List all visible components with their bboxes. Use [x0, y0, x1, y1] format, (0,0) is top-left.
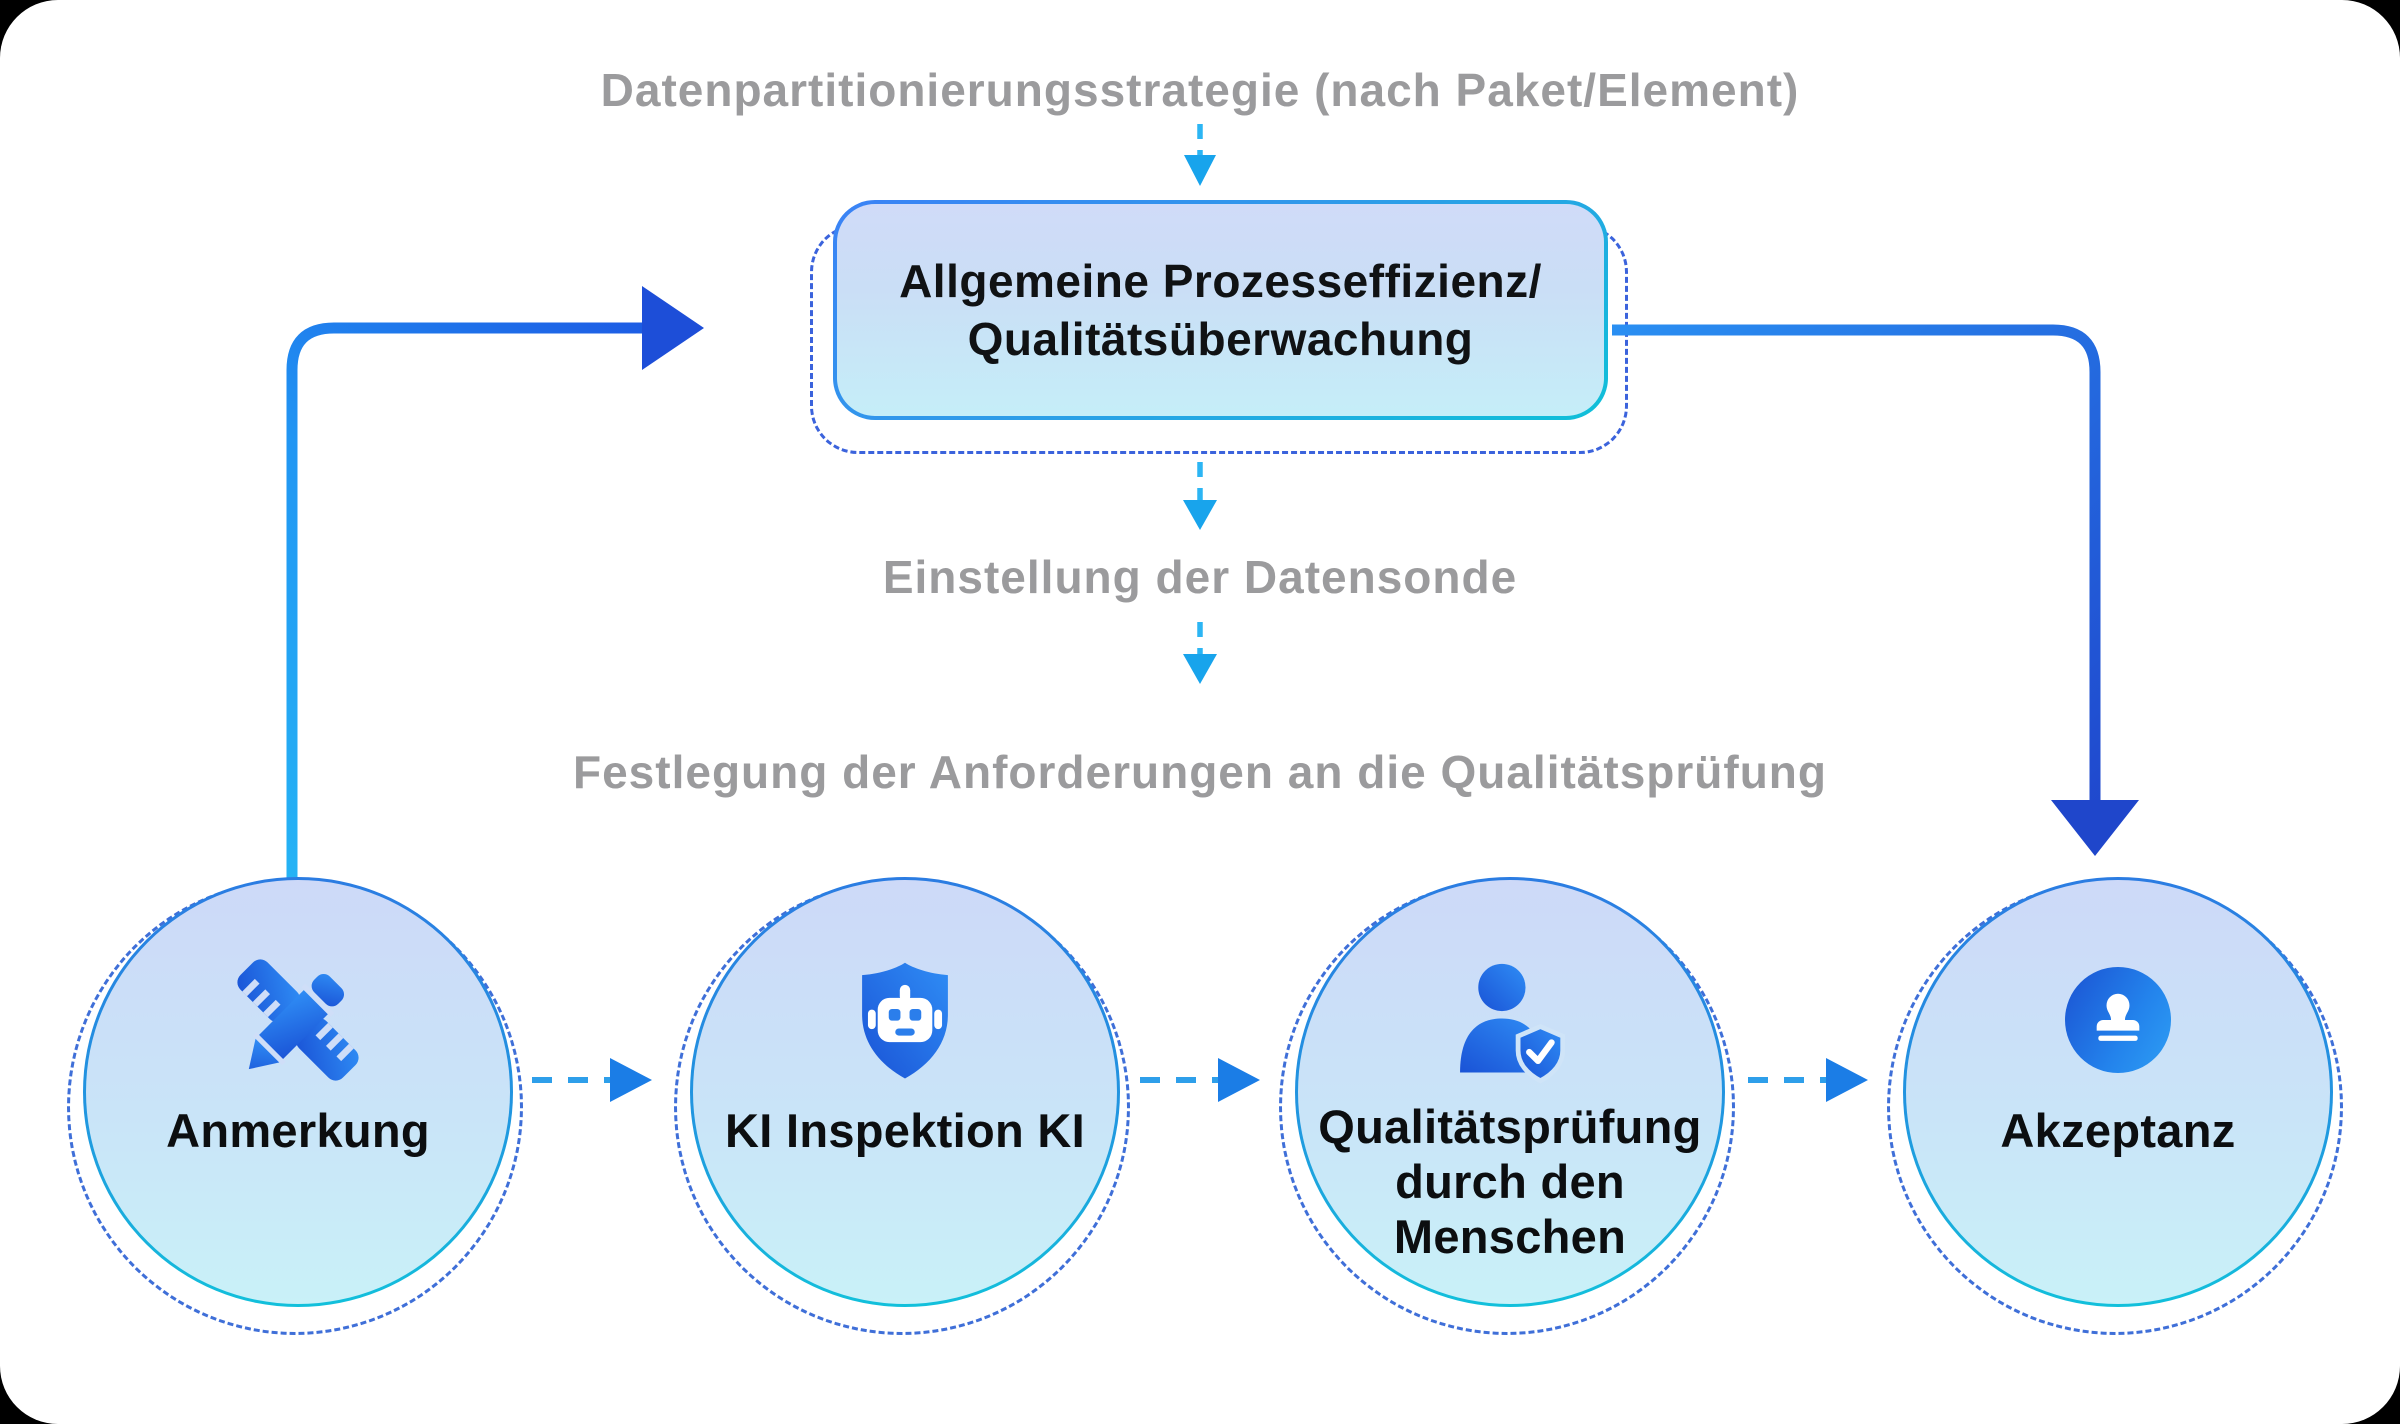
probe-setting-label: Einstellung der Datensonde [882, 551, 1518, 603]
process-box-label: Allgemeine Prozesseffizienz/ Qualitätsüb… [837, 204, 1604, 416]
node-ai-inspection-fill [693, 880, 1117, 1304]
pen-ruler-icon [237, 959, 359, 1081]
node-ai-inspection: KI Inspektion KI [674, 877, 1130, 1335]
node-acceptance-ring [1903, 877, 2333, 1307]
dashed-arrow-annotation-to-ai [532, 1058, 652, 1102]
node-annotation: Anmerkung [67, 877, 523, 1335]
shield-robot-icon [862, 962, 948, 1079]
stamp-icon-badge [2065, 967, 2171, 1073]
dashed-arrow-ai-to-human [1140, 1058, 1260, 1102]
top-strategy-label: Datenpartitionierungsstrategie (nach Pak… [600, 64, 1800, 116]
stamp-icon [2096, 993, 2140, 1041]
arrow-box-to-acceptance [1612, 324, 2139, 856]
node-acceptance: Akzeptanz [1887, 877, 2343, 1335]
node-annotation-fill [86, 880, 510, 1304]
node-human-quality-check-label: Qualitätsprüfung durch den Menschen [1318, 1100, 1702, 1263]
process-box: Allgemeine Prozesseffizienz/ Qualitätsüb… [833, 200, 1608, 420]
dashed-arrow-top-label-to-box [1184, 124, 1216, 186]
dashed-arrow-box-to-mid-label-1 [1183, 462, 1217, 530]
dashed-arrow-mid-label-1-to-2 [1183, 622, 1217, 684]
node-human-quality-check: Qualitätsprüfung durch den Menschen [1279, 877, 1735, 1335]
node-annotation-label: Anmerkung [166, 1104, 430, 1157]
node-human-quality-check-ring [1295, 877, 1725, 1307]
arrow-annotation-to-box [286, 286, 704, 878]
node-acceptance-fill [1906, 880, 2330, 1304]
node-annotation-ring [83, 877, 513, 1307]
node-ai-inspection-label: KI Inspektion KI [725, 1104, 1085, 1157]
node-human-quality-check-fill [1298, 880, 1722, 1304]
dashed-arrow-human-to-acceptance [1748, 1058, 1868, 1102]
quality-requirements-label: Festlegung der Anforderungen an die Qual… [573, 746, 1827, 798]
node-acceptance-label: Akzeptanz [2000, 1104, 2236, 1157]
person-shield-check-icon [1460, 963, 1566, 1084]
node-ai-inspection-ring [690, 877, 1120, 1307]
